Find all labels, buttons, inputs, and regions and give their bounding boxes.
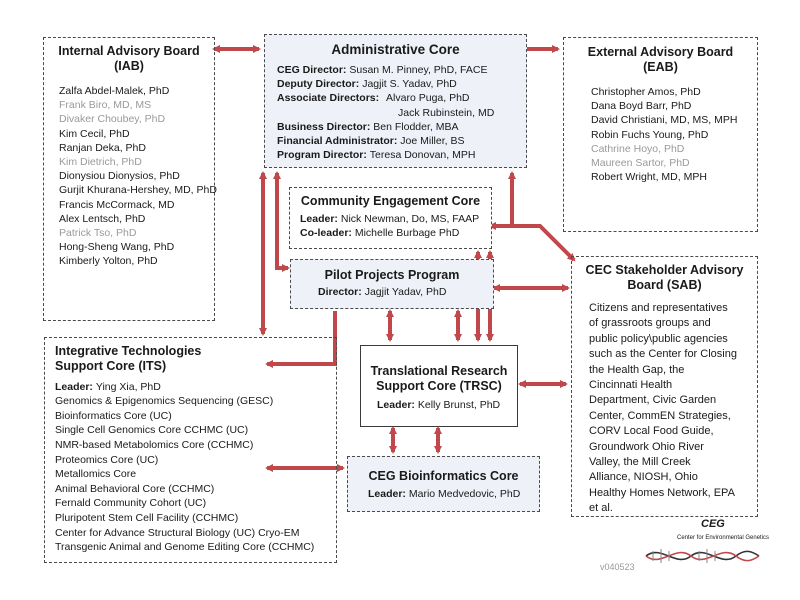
iab-member: Kim Dietrich, PhD bbox=[59, 156, 142, 169]
its-facility-item: Animal Behavioral Core (CCHMC) bbox=[55, 482, 215, 495]
trsc-title-line2: Support Core (TRSC) bbox=[376, 379, 502, 393]
ceg-logo-abbr: CEG bbox=[701, 518, 725, 530]
its-facility-item: NMR-based Metabolomics Core (CCHMC) bbox=[55, 438, 254, 451]
iab-member: Gurjit Khurana-Hershey, MD, PhD bbox=[59, 184, 217, 197]
iab-title-line2: (IAB) bbox=[114, 59, 144, 73]
admin-staff-row: Associate Directors: Alvaro Puga, PhD bbox=[277, 92, 470, 105]
sab-description: Citizens and representatives of grassroot… bbox=[589, 301, 757, 517]
sab-description-line: Citizens and representatives bbox=[589, 302, 728, 314]
sab-description-line: CORV Local Food Guide, bbox=[589, 425, 714, 438]
sab-description-line: Department, Civic Garden bbox=[589, 394, 717, 407]
pilot-director: Director: Jagjit Yadav, PhD bbox=[318, 286, 447, 298]
bioinf-leader: Leader: Mario Medvedovic, PhD bbox=[368, 488, 521, 500]
internal-advisory-board: Internal Advisory Board (IAB) Zalfa Abde… bbox=[43, 37, 217, 321]
admin-staff-row: Financial Administrator: Joe Miller, BS bbox=[277, 135, 465, 148]
its-facility-item: Center for Advance Structural Biology (U… bbox=[55, 526, 300, 539]
iab-member: Hong-Sheng Wang, PhD bbox=[59, 241, 175, 254]
sab-description-line: Valley, the Mill Creek bbox=[589, 456, 691, 469]
iab-member-list: Zalfa Abdel-Malek, PhD Frank Biro, MD, MS… bbox=[59, 84, 217, 269]
its-facility-item: Bioinformatics Core (UC) bbox=[55, 409, 172, 422]
arrow-admin-pilot bbox=[273, 171, 290, 272]
iab-member: Kimberly Yolton, PhD bbox=[59, 255, 158, 268]
sab-description-line: et al. bbox=[589, 502, 613, 515]
stakeholder-advisory-board: CEC Stakeholder Advisory Board (SAB) Cit… bbox=[571, 256, 758, 517]
iab-member: Dionysiou Dionysios, PhD bbox=[59, 170, 180, 183]
sab-description-line: public policy\public agencies bbox=[589, 332, 728, 345]
its-facility-list: Genomics & Epigenomics Sequencing (GESC)… bbox=[55, 394, 336, 555]
eab-member-list: Christopher Amos, PhD Dana Boyd Barr, PhD… bbox=[591, 85, 757, 184]
eab-member: Christopher Amos, PhD bbox=[591, 86, 701, 98]
arrow-admin-sab bbox=[508, 171, 576, 262]
sab-description-line: Cincinnati Health bbox=[589, 379, 673, 392]
eab-member: Cathrine Hoyo, PhD bbox=[591, 142, 685, 155]
iab-member: Frank Biro, MD, MS bbox=[59, 99, 152, 112]
external-advisory-board: External Advisory Board (EAB) Christophe… bbox=[563, 37, 758, 232]
sab-description-line: Groundwork Ohio River bbox=[589, 440, 704, 453]
version-label: v040523 bbox=[600, 562, 635, 572]
sab-description-line: such as the Center for Closing bbox=[589, 348, 737, 361]
iab-title-line1: Internal Advisory Board bbox=[58, 44, 200, 58]
sab-description-line: Alliance, NIOSH, Ohio bbox=[589, 471, 698, 484]
eab-member: Robert Wright, MD, MPH bbox=[591, 171, 707, 184]
translational-research-core: Translational Research Support Core (TRS… bbox=[360, 345, 518, 427]
eab-member: Dana Boyd Barr, PhD bbox=[591, 100, 692, 113]
sab-title-line1: CEC Stakeholder Advisory bbox=[585, 263, 744, 277]
arrow-its-pilot bbox=[265, 311, 337, 368]
iab-member: Zalfa Abdel-Malek, PhD bbox=[59, 85, 170, 97]
iab-member: Patrick Tso, PhD bbox=[59, 227, 137, 240]
admin-staff-row: Program Director: Teresa Donovan, MPH bbox=[277, 149, 476, 162]
eab-member: Robin Fuchs Young, PhD bbox=[591, 128, 709, 141]
eab-member: Maureen Sartor, PhD bbox=[591, 157, 690, 170]
iab-member: Ranjan Deka, PhD bbox=[59, 141, 146, 154]
its-facility-item: Proteomics Core (UC) bbox=[55, 453, 159, 466]
admin-staff-list: CEG Director: Susan M. Pinney, PhD, FACE… bbox=[277, 63, 526, 162]
integrative-technologies-core: Integrative Technologies Support Core (I… bbox=[44, 337, 337, 563]
its-facility-item: Transgenic Animal and Genome Editing Cor… bbox=[55, 541, 315, 554]
bioinformatics-core: CEG Bioinformatics Core Leader: Mario Me… bbox=[347, 456, 540, 512]
sab-title-line2: Board (SAB) bbox=[627, 278, 702, 292]
bioinf-title: CEG Bioinformatics Core bbox=[368, 469, 519, 483]
sab-description-line: Center, CommEN Strategies, bbox=[589, 409, 731, 422]
pilot-projects-program: Pilot Projects Program Director: Jagjit … bbox=[290, 259, 494, 309]
community-engagement-core: Community Engagement Core Leader: Nick N… bbox=[289, 187, 492, 249]
its-title-line1: Integrative Technologies bbox=[55, 344, 202, 358]
iab-member: Francis McCormack, MD bbox=[59, 198, 175, 211]
eab-title-line1: External Advisory Board bbox=[587, 45, 734, 59]
admin-staff-row: Business Director: Ben Flodder, MBA bbox=[277, 120, 459, 133]
community-title: Community Engagement Core bbox=[300, 194, 481, 208]
admin-staff-row: CEG Director: Susan M. Pinney, PhD, FACE bbox=[277, 64, 488, 76]
eab-member: David Christiani, MD, MS, MPH bbox=[591, 114, 738, 127]
admin-staff-row: Jack Rubinstein, MD bbox=[398, 106, 495, 119]
trsc-title-line1: Translational Research bbox=[370, 364, 508, 378]
sab-description-line: the Health Gap, the bbox=[589, 363, 685, 376]
community-leader: Leader: Nick Newman, Do, MS, FAAP bbox=[300, 213, 480, 225]
its-title-line2: Support Core (ITS) bbox=[55, 359, 167, 373]
sab-description-line: of grassroots groups and bbox=[589, 317, 711, 330]
its-facility-item: Fernald Community Cohort (UC) bbox=[55, 497, 207, 510]
iab-member: Alex Lentsch, PhD bbox=[59, 212, 146, 225]
sab-description-line: Healthy Homes Network, EPA bbox=[589, 486, 735, 499]
administrative-core: Administrative Core CEG Director: Susan … bbox=[264, 34, 527, 168]
ceg-logo-full: Center for Environmental Genetics bbox=[677, 535, 770, 541]
iab-member: Kim Cecil, PhD bbox=[59, 127, 130, 140]
its-facility-item: Pluripotent Stem Cell Facility (CCHMC) bbox=[55, 511, 239, 524]
trsc-leader: Leader: Kelly Brunst, PhD bbox=[377, 399, 501, 411]
its-facility-item: Genomics & Epigenomics Sequencing (GESC) bbox=[55, 395, 274, 408]
its-facility-item: Metallomics Core bbox=[55, 468, 137, 481]
admin-staff-row: Deputy Director: Jagjit S. Yadav, PhD bbox=[277, 78, 457, 91]
iab-member: Divaker Choubey, PhD bbox=[59, 113, 166, 126]
community-coleader: Co-leader: Michelle Burbage PhD bbox=[300, 227, 460, 240]
ceg-logo: CEG Center for Environmental Genetics bbox=[641, 515, 769, 575]
eab-title-line2: (EAB) bbox=[643, 60, 678, 74]
its-leader: Leader: Ying Xia, PhD bbox=[55, 381, 161, 393]
admin-title: Administrative Core bbox=[331, 42, 460, 57]
pilot-title: Pilot Projects Program bbox=[324, 268, 460, 282]
dna-helix-icon bbox=[645, 549, 760, 563]
its-facility-item: Single Cell Genomics Core CCHMC (UC) bbox=[55, 424, 249, 437]
